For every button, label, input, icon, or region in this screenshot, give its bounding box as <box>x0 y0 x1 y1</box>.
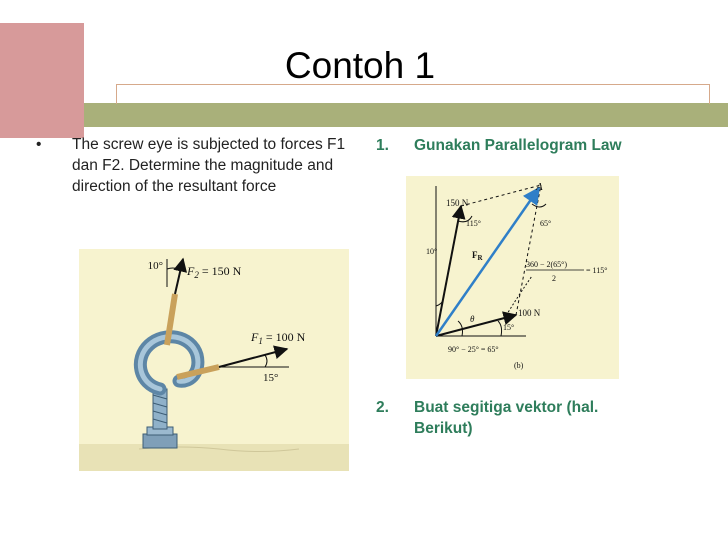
step-number-1: 1. <box>376 137 389 154</box>
vector-100n <box>435 311 518 337</box>
title-frame-right <box>709 84 710 104</box>
title-frame-left <box>116 84 117 104</box>
rope-f2 <box>164 293 178 346</box>
step-number-2: 2. <box>376 399 389 416</box>
resultant-label: FR <box>472 250 484 262</box>
resultant-vector <box>434 186 541 337</box>
label-100n: 100 N <box>518 308 541 318</box>
point-a-label: A <box>535 181 543 193</box>
rope-f1 <box>176 364 220 380</box>
f1-label: F1 = 100 N <box>250 330 306 346</box>
figure-background <box>406 176 619 379</box>
step-text-2: Buat segitiga vektor (hal. Berikut) <box>414 399 599 437</box>
label-15: 15° <box>503 323 514 332</box>
label-10: 10° <box>426 247 437 256</box>
label-150n: 150 N <box>446 198 469 208</box>
f1-arrow <box>218 345 289 368</box>
label-bottom-equation: 90° − 25° = 65° <box>448 345 499 354</box>
label-115: 115° <box>466 219 481 228</box>
label-65: 65° <box>540 219 551 228</box>
slide-title: Contoh 1 <box>284 45 436 86</box>
label-theta: θ <box>470 314 475 324</box>
label-b: (b) <box>514 361 524 370</box>
title-frame-line <box>116 84 710 85</box>
label-equation-result: = 115° <box>586 266 607 275</box>
label-equation-top: 360 − 2(65°) <box>526 260 567 269</box>
bullet-dot: • <box>36 136 42 153</box>
screw-eye-figure: 10° F2 = 150 N F1 = 100 N 15° <box>79 249 349 471</box>
nut <box>142 433 178 449</box>
decorative-olive-bar <box>84 103 728 127</box>
f2-label: F2 = 150 N <box>186 264 242 280</box>
angle-10-label: 10° <box>148 260 163 272</box>
vector-150n <box>435 204 466 337</box>
parallelogram-figure: A 150 N 115° 65° 10° R FR 360 − 2(65°) =… <box>406 176 619 379</box>
decorative-pink-block <box>0 23 84 138</box>
step-text-1: Gunakan Parallelogram Law <box>414 137 622 154</box>
angle-15-label: 15° <box>263 372 278 384</box>
figure-background <box>79 249 349 471</box>
bullet-text: The screw eye is subjected to forces F1 … <box>72 136 346 195</box>
f2-arrow <box>173 257 188 295</box>
label-equation-den: 2 <box>552 274 556 283</box>
